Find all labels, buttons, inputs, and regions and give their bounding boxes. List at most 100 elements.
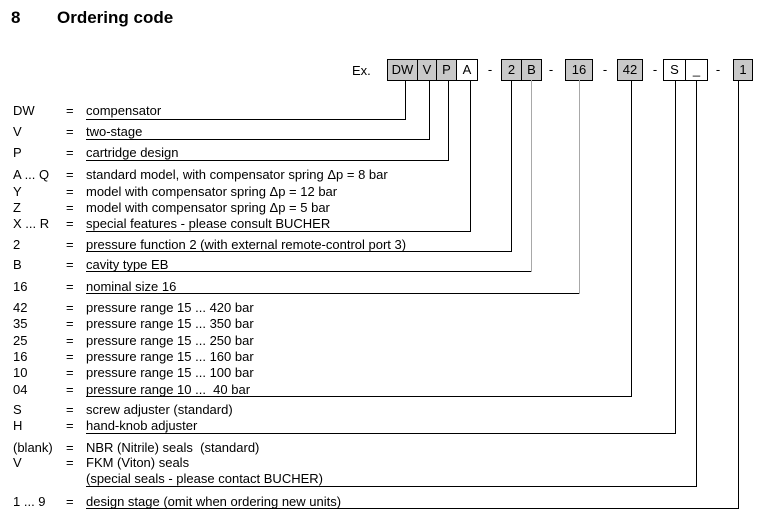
row-code: V [13, 124, 22, 139]
row-description: nominal size 16 [86, 279, 177, 294]
equals-sign: = [66, 455, 74, 470]
equals-sign: = [66, 382, 74, 397]
vertical-connector-line [696, 80, 697, 487]
underline-connector [86, 139, 430, 140]
vertical-connector-line [579, 80, 580, 294]
underline-connector [86, 231, 471, 232]
code-box-s: S [663, 59, 686, 81]
ordering-row: 2=pressure function 2 (with external rem… [0, 237, 766, 253]
row-code: 2 [13, 237, 21, 252]
ordering-row: (special seals - please contact BUCHER) [0, 471, 766, 487]
row-description: special features - please consult BUCHER [86, 216, 331, 231]
underline-connector [86, 396, 632, 397]
row-code: 35 [13, 316, 28, 331]
ordering-row: 35=pressure range 15 ... 350 bar [0, 316, 766, 332]
row-description: FKM (Viton) seals [86, 455, 190, 470]
row-code: 16 [13, 349, 28, 364]
row-description: NBR (Nitrile) seals (standard) [86, 440, 260, 455]
ordering-row: DW=compensator [0, 103, 766, 119]
vertical-connector-line [448, 80, 449, 161]
ordering-row: X ... R = special features - please consul… [0, 216, 766, 232]
ordering-row: V = FKM (Viton) seals [0, 455, 766, 471]
row-description: cartridge design [86, 145, 179, 160]
row-code: X ... R [13, 216, 50, 231]
row-description: hand-knob adjuster [86, 418, 198, 433]
row-description: screw adjuster (standard) [86, 402, 233, 417]
equals-sign: = [66, 167, 74, 182]
equals-sign: = [66, 257, 74, 272]
underline-connector [86, 251, 512, 252]
ordering-row: 04 = pressure range 10 ... 40 bar [0, 382, 766, 398]
dash-separator: - [548, 62, 554, 77]
equals-sign: = [66, 103, 74, 118]
row-code: 04 [13, 382, 28, 397]
ordering-row: (blank)=NBR (Nitrile) seals (standard) [0, 440, 766, 456]
vertical-connector-line [531, 80, 532, 272]
underline-connector [86, 433, 676, 434]
ordering-row: 16 = nominal size 16 [0, 279, 766, 295]
ordering-row: S = screw adjuster (standard) [0, 402, 766, 418]
row-code: A ... Q [13, 167, 50, 182]
ordering-row: 10=pressure range 15 ... 100 bar [0, 365, 766, 381]
ordering-row: 42 = pressure range 15 ... 420 bar [0, 300, 766, 316]
dash-separator: - [652, 62, 658, 77]
row-description: cavity type EB [86, 257, 169, 272]
equals-sign: = [66, 145, 74, 160]
vertical-connector-line [511, 80, 512, 252]
equals-sign: = [66, 300, 74, 315]
equals-sign: = [66, 349, 74, 364]
equals-sign: = [66, 494, 74, 509]
section-number: 8 [11, 8, 21, 27]
row-code: H [13, 418, 23, 433]
ordering-row: 1 ... 9 = design stage (omit when ordering… [0, 494, 766, 510]
row-description: model with compensator spring Δp = 5 bar [86, 200, 330, 215]
dash-separator: - [487, 62, 493, 77]
code-box-p: P [436, 59, 457, 81]
row-code: 1 ... 9 [13, 494, 46, 509]
row-code: Z [13, 200, 21, 215]
vertical-connector-line [405, 80, 406, 120]
row-code: B [13, 257, 22, 272]
vertical-connector-line [429, 80, 430, 140]
example-label: Ex. [352, 63, 371, 78]
code-box-v: V [417, 59, 437, 81]
row-description: design stage (omit when ordering new uni… [86, 494, 342, 509]
underline-connector [86, 119, 406, 120]
ordering-row: V=two-stage [0, 124, 766, 140]
page-title: Ordering code [57, 8, 174, 27]
code-box-42: 42 [617, 59, 643, 81]
equals-sign: = [66, 216, 74, 231]
row-description: compensator [86, 103, 162, 118]
code-box-2: 2 [501, 59, 522, 81]
dash-separator: - [715, 62, 721, 77]
code-box-1: 1 [733, 59, 753, 81]
equals-sign: = [66, 316, 74, 331]
underline-connector [86, 486, 697, 487]
code-box-b: B [521, 59, 542, 81]
row-code: 42 [13, 300, 28, 315]
row-code: 10 [13, 365, 28, 380]
row-code: V [13, 455, 22, 470]
row-code: Y [13, 184, 22, 199]
equals-sign: = [66, 402, 74, 417]
underline-connector [86, 271, 532, 272]
row-code: 16 [13, 279, 28, 294]
ordering-row: 16=pressure range 15 ... 160 bar [0, 349, 766, 365]
underline-connector [86, 160, 449, 161]
row-code: S [13, 402, 22, 417]
vertical-connector-line [631, 80, 632, 397]
ordering-row: A ... Q=standard model, with compensator… [0, 167, 766, 183]
row-description: model with compensator spring Δp = 12 ba… [86, 184, 338, 199]
ordering-row: H=hand-knob adjuster [0, 418, 766, 434]
row-description: pressure range 15 ... 420 bar [86, 300, 254, 315]
row-description: pressure range 15 ... 250 bar [86, 333, 254, 348]
equals-sign: = [66, 365, 74, 380]
vertical-connector-line [470, 80, 471, 232]
code-box-a: A [456, 59, 478, 81]
row-description: two-stage [86, 124, 143, 139]
vertical-connector-line [738, 80, 739, 509]
equals-sign: = [66, 279, 74, 294]
row-description: pressure range 10 ... 40 bar [86, 382, 251, 397]
code-box-16: 16 [565, 59, 593, 81]
